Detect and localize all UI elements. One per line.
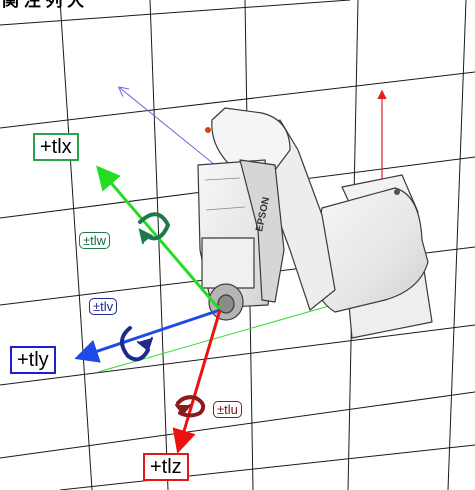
tlx-axis-label: +tlx — [33, 133, 79, 161]
tlw-rotation-label: ±tlw — [79, 232, 111, 249]
tlu-rotation-label: ±tlu — [213, 401, 242, 418]
tlz-axis-arrow — [172, 309, 222, 454]
robot-arm — [197, 107, 433, 339]
page-title: 関 注 列 大 — [2, 0, 85, 10]
robot-wrist-block — [201, 237, 255, 289]
tlv-rotation-icon — [120, 326, 153, 362]
robot-tool-flange-center — [217, 294, 235, 314]
tlu-rotation-icon — [175, 395, 206, 418]
tly-axis-arrow — [74, 308, 221, 363]
tly-axis-label: +tly — [10, 346, 56, 374]
tlz-axis-label: +tlz — [143, 453, 189, 481]
tlw-rotation-icon — [138, 212, 171, 244]
robot-indicator-light — [205, 127, 211, 133]
robot-base-connector — [394, 189, 400, 195]
tlx-axis-arrow — [96, 165, 222, 311]
tlv-rotation-label: ±tlv — [89, 298, 118, 315]
thin-blue-arrow — [120, 88, 216, 166]
robot-forearm-side — [239, 159, 285, 303]
